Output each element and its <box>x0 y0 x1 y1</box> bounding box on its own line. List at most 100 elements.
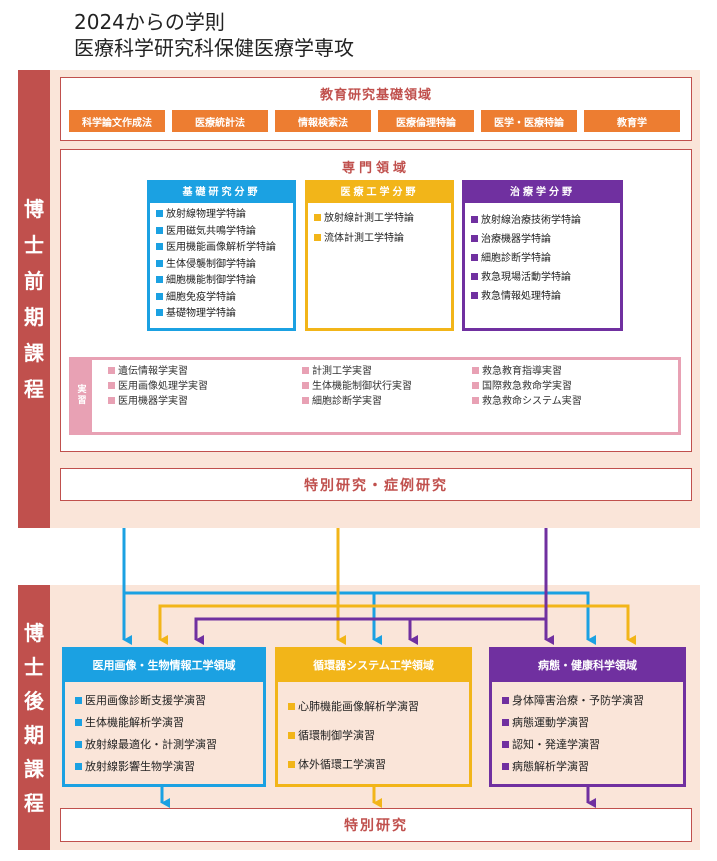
list-item: 生体侵襲制御学特論 <box>156 257 293 274</box>
bullet-square-icon <box>288 732 295 739</box>
list-item: 救急情報処理特論 <box>471 287 620 306</box>
list-item: 循環制御学演習 <box>288 721 469 750</box>
list-item: 医用画像処理学実習 <box>108 379 298 394</box>
doctoral-sidebar-char: 課 <box>24 756 44 781</box>
list-item: 医用機器学実習 <box>108 394 298 409</box>
list-item: 救急救命システム実習 <box>472 394 672 409</box>
practicum-label-char: 習 <box>77 396 87 406</box>
bullet-square-icon <box>75 763 82 770</box>
list-item: 放射線物理学特論 <box>156 207 293 224</box>
bullet-square-icon <box>472 367 479 374</box>
bullet-square-icon <box>472 397 479 404</box>
field-medical-imaging: 医用画像・生物情報工学領域 医用画像診断支援学演習 生体機能解析学演習 放射線最… <box>62 647 266 787</box>
list-item: 医用画像診断支援学演習 <box>75 690 263 712</box>
page-title-line1: 2024からの学則 <box>74 10 225 34</box>
practicum-box <box>69 357 681 435</box>
doctoral-sidebar-char: 後 <box>24 688 44 713</box>
list-item: 救急教育指導実習 <box>472 364 672 379</box>
bullet-square-icon <box>471 254 478 261</box>
doctoral-sidebar-char: 期 <box>24 722 44 747</box>
bullet-square-icon <box>156 259 163 267</box>
bullet-square-icon <box>471 292 478 299</box>
list-item: 細胞診断学実習 <box>302 394 472 409</box>
field-cardiovascular: 循環器システム工学領域 心肺機能画像解析学演習 循環制御学演習 体外循環工学演習 <box>275 647 472 787</box>
category-title: 基礎研究分野 <box>150 183 293 203</box>
field-title: 医用画像・生物情報工学領域 <box>65 650 263 682</box>
page-title-line2: 医療科学研究科保健医療学専攻 <box>74 36 354 60</box>
list-item: 身体障害治療・予防学演習 <box>502 690 683 712</box>
bullet-square-icon <box>502 741 509 748</box>
bullet-square-icon <box>75 697 82 704</box>
bullet-square-icon <box>156 210 163 217</box>
bullet-square-icon <box>108 397 115 404</box>
bullet-square-icon <box>314 214 321 221</box>
list-item: 治療機器学特論 <box>471 230 620 249</box>
list-item: 放射線計測工学特論 <box>314 209 451 229</box>
category-basic-research: 基礎研究分野 放射線物理学特論 医用磁気共鳴学特論 医用機能画像解析学特論 生体… <box>147 180 296 331</box>
master-sidebar-char: 博 <box>24 197 44 221</box>
list-item: 遺伝情報学実習 <box>108 364 298 379</box>
bullet-square-icon <box>502 697 509 704</box>
doctoral-sidebar-char: 博 <box>24 620 44 645</box>
bullet-square-icon <box>156 226 163 234</box>
field-pathology-health: 病態・健康科学領域 身体障害治療・予防学演習 病態運動学演習 認知・発達学演習 … <box>489 647 686 787</box>
bullet-square-icon <box>288 703 295 710</box>
master-sidebar-char: 前 <box>24 269 44 293</box>
bullet-square-icon <box>75 741 82 748</box>
bullet-square-icon <box>502 719 509 726</box>
doctoral-sidebar-char: 程 <box>24 790 44 815</box>
list-item: 放射線治療技術学特論 <box>471 211 620 230</box>
list-item: 病態解析学演習 <box>502 756 683 778</box>
field-title: 病態・健康科学領域 <box>492 650 683 682</box>
list-item: 生体機能解析学演習 <box>75 712 263 734</box>
list-item: 体外循環工学演習 <box>288 750 469 779</box>
list-item: 放射線影響生物学演習 <box>75 756 263 778</box>
category-title: 医療工学分野 <box>308 183 451 203</box>
list-item: 計測工学実習 <box>302 364 472 379</box>
doctoral-sidebar-char: 士 <box>24 654 44 679</box>
bullet-square-icon <box>288 761 295 768</box>
bullet-square-icon <box>471 235 478 242</box>
bullet-square-icon <box>108 367 115 374</box>
practicum-label-char: 実 <box>77 385 87 395</box>
list-item: 医用機能画像解析学特論 <box>156 240 293 257</box>
list-item: 基礎物理学特論 <box>156 306 293 323</box>
foundation-course: 医療統計法 <box>172 110 268 132</box>
foundation-course: 医療倫理特論 <box>378 110 474 132</box>
bullet-square-icon <box>471 273 478 280</box>
specialty-title: 専門領域 <box>341 161 410 176</box>
category-therapy: 治療学分野 放射線治療技術学特論 治療機器学特論 細胞診断学特論 救急現場活動学… <box>462 180 623 331</box>
bullet-square-icon <box>156 243 163 250</box>
practicum-column: 計測工学実習 生体機能制御状行実習 細胞診断学実習 <box>302 364 472 409</box>
field-title: 循環器システム工学領域 <box>278 650 469 682</box>
master-sidebar-char: 士 <box>24 233 44 257</box>
category-title: 治療学分野 <box>465 183 620 203</box>
foundation-course: 情報検索法 <box>275 110 371 132</box>
bullet-square-icon <box>302 382 309 389</box>
doctoral-special-research: 特別研究 <box>60 808 692 842</box>
practicum-label: 実 習 <box>72 360 92 432</box>
bullet-square-icon <box>156 276 163 283</box>
bullet-square-icon <box>502 763 509 770</box>
practicum-column: 救急教育指導実習 国際救急救命学実習 救急救命システム実習 <box>472 364 672 409</box>
bullet-square-icon <box>108 382 115 389</box>
master-sidebar-char: 期 <box>24 305 44 329</box>
master-sidebar-char: 課 <box>24 341 44 365</box>
foundation-course: 教育学 <box>584 110 680 132</box>
list-item: 医用磁気共鳴学特論 <box>156 224 293 241</box>
foundation-course: 医学・医療特論 <box>481 110 577 132</box>
list-item: 国際救急救命学実習 <box>472 379 672 394</box>
bullet-square-icon <box>75 719 82 726</box>
master-sidebar-char: 程 <box>24 377 44 401</box>
practicum-column: 遺伝情報学実習 医用画像処理学実習 医用機器学実習 <box>108 364 298 409</box>
list-item: 心肺機能画像解析学演習 <box>288 692 469 721</box>
list-item: 細胞診断学特論 <box>471 249 620 268</box>
foundation-course: 科学論文作成法 <box>69 110 165 132</box>
bullet-square-icon <box>472 382 479 389</box>
bullet-square-icon <box>302 367 309 374</box>
list-item: 病態運動学演習 <box>502 712 683 734</box>
bullet-square-icon <box>471 216 478 223</box>
list-item: 流体計測工学特論 <box>314 229 451 249</box>
list-item: 認知・発達学演習 <box>502 734 683 756</box>
list-item: 放射線最適化・計測学演習 <box>75 734 263 756</box>
